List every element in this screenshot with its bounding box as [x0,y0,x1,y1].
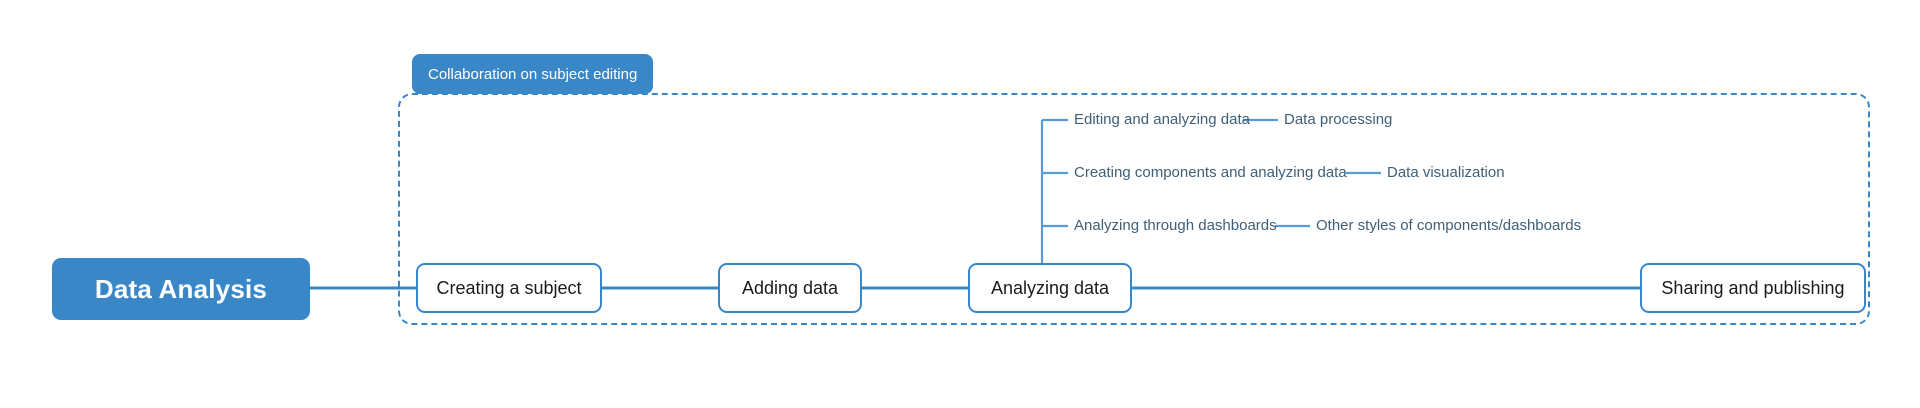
stage-node-label: Creating a subject [436,277,582,298]
stage-node-label: Adding data [741,277,839,298]
stage-node-label: Sharing and publishing [1661,277,1845,298]
collaboration-group-frame [398,93,1870,325]
branch-leaf-other-styles-of-components-dashboards[interactable]: Other styles of components/dashboards [1316,217,1582,234]
branch-leaf-data-processing[interactable]: Data processing [1284,111,1393,128]
branch-label-editing-and-analyzing-data[interactable]: Editing and analyzing data [1074,111,1250,128]
root-node[interactable]: Data Analysis [52,258,310,320]
stage-node-analyzing-data[interactable]: Analyzing data [968,263,1132,313]
stage-node-adding-data[interactable]: Adding data [718,263,862,313]
branch-leaf-data-visualization[interactable]: Data visualization [1387,164,1505,181]
branch-label-creating-components-and-analyzing-data[interactable]: Creating components and analyzing data [1074,164,1347,181]
stage-node-creating-a-subject[interactable]: Creating a subject [416,263,602,313]
stage-node-label: Analyzing data [990,277,1110,298]
group-badge-label: Collaboration on subject editing [428,65,638,83]
stage-node-sharing-and-publishing[interactable]: Sharing and publishing [1640,263,1866,313]
root-node-label: Data Analysis [94,273,268,304]
branch-label-analyzing-through-dashboards[interactable]: Analyzing through dashboards [1074,217,1277,234]
group-badge[interactable]: Collaboration on subject editing [412,54,654,94]
